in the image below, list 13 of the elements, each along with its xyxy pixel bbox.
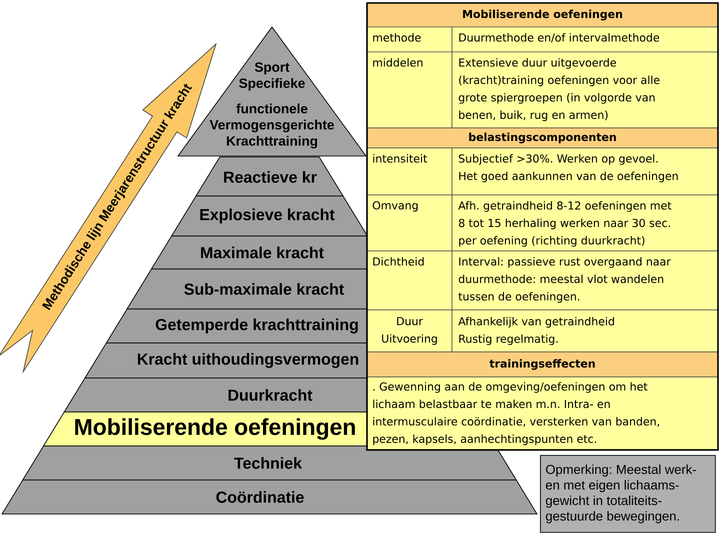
pyramid-layer: Getemperde krachttraining: [106, 308, 368, 344]
table-header: trainingseffecten: [366, 352, 718, 378]
table-cell: . Gewenning aan de omgeving/oefeningen om het lichaam belastbaar te maken m.n. Intra- en intermusculaire coördinatie, versterken van banden, pezen, kapsels, aanhechtingspunten etc.: [366, 376, 718, 450]
table-header: Mobiliserende oefeningen: [366, 2, 718, 28]
table-cell: methode: [366, 26, 452, 52]
table-cell: intensiteit: [366, 148, 452, 196]
table-header: belastingscomponenten: [366, 128, 718, 148]
table-cell: Dichtheid: [366, 250, 452, 310]
table-cell: Omvang: [366, 194, 452, 252]
table-cell: Duur Uitvoering: [366, 310, 452, 352]
pyramid-layer: Duurkracht: [64, 378, 368, 412]
pyramid-layer: Techniek: [22, 446, 517, 480]
note-box: Opmerking: Meestal werk- en met eigen lichaams- gewicht in totaliteits- gestuurde bewegingen.: [540, 454, 716, 533]
